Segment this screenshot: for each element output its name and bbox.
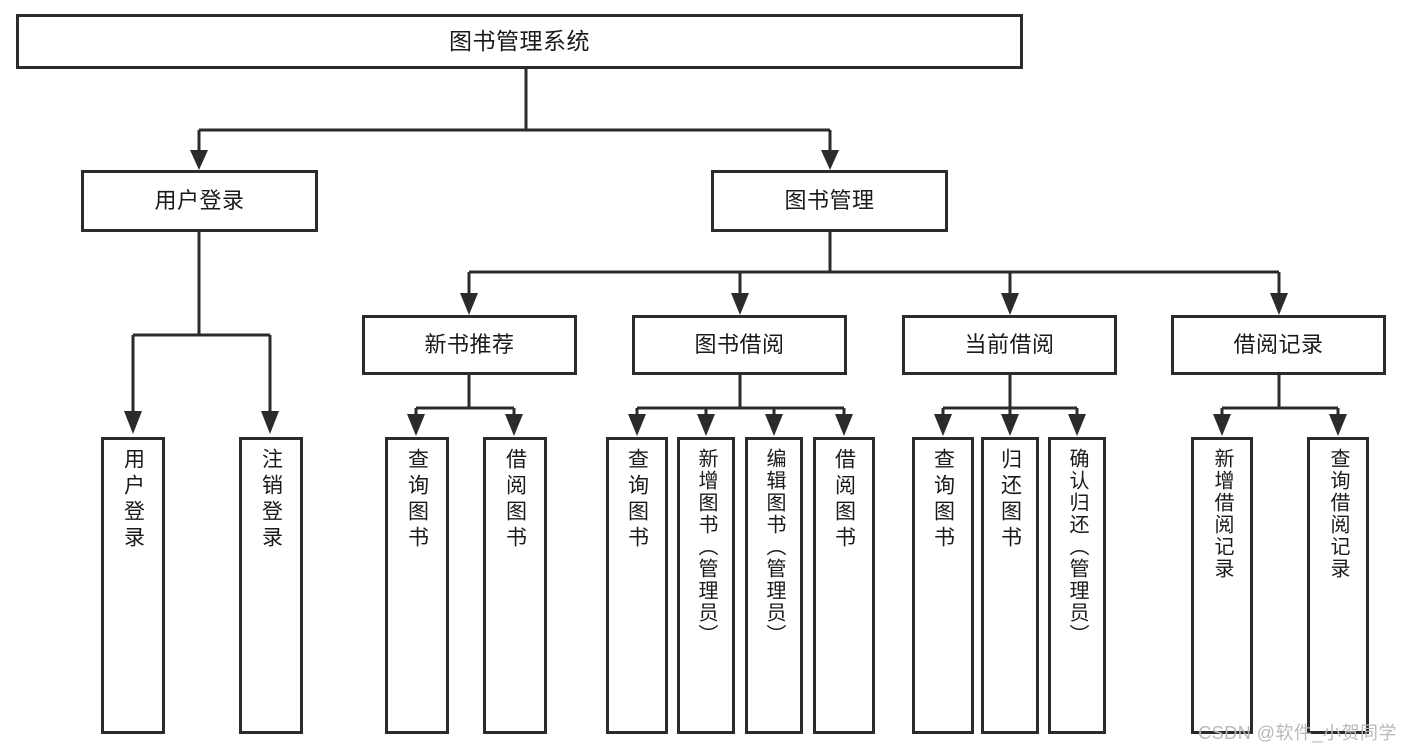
- node-label: 编辑图书（管理员）: [763, 448, 785, 646]
- node-label: 新增图书（管理员）: [695, 448, 717, 646]
- node-label: 注销登录: [259, 448, 283, 552]
- arrow-to-current-borrow: [1001, 293, 1019, 315]
- node-leaf-confirm-return[interactable]: 确认归还（管理员）: [1048, 437, 1106, 734]
- node-label: 查询借阅记录: [1327, 448, 1349, 580]
- node-label: 借阅图书: [832, 448, 856, 552]
- node-label: 图书管理: [784, 188, 875, 214]
- node-label: 借阅记录: [1233, 332, 1324, 358]
- node-leaf-add-book[interactable]: 新增图书（管理员）: [677, 437, 735, 734]
- node-label: 当前借阅: [964, 332, 1055, 358]
- node-leaf-borrow-book-recommend[interactable]: 借阅图书: [483, 437, 547, 734]
- node-leaf-query-book-recommend[interactable]: 查询图书: [385, 437, 449, 734]
- arrow-leaf-logout-login: [261, 411, 279, 434]
- node-label: 用户登录: [121, 448, 145, 552]
- node-book-manage[interactable]: 图书管理: [711, 170, 948, 232]
- arrow-leaf-edit-book: [765, 414, 783, 436]
- node-label: 确认归还（管理员）: [1066, 448, 1088, 646]
- arrow-leaf-confirm-return: [1068, 414, 1086, 436]
- arrow-leaf-add-record: [1213, 414, 1231, 436]
- node-label: 新书推荐: [424, 332, 515, 358]
- node-current-borrow[interactable]: 当前借阅: [902, 315, 1117, 375]
- node-label: 查询图书: [625, 448, 649, 552]
- node-label: 图书借阅: [694, 332, 785, 358]
- node-root-book-management-system[interactable]: 图书管理系统: [16, 14, 1023, 69]
- node-leaf-add-borrow-record[interactable]: 新增借阅记录: [1191, 437, 1253, 734]
- arrow-leaf-borrow-book-1: [505, 414, 523, 436]
- arrow-to-borrow-record: [1270, 293, 1288, 315]
- node-borrow-record[interactable]: 借阅记录: [1171, 315, 1386, 375]
- node-leaf-query-book-borrow[interactable]: 查询图书: [606, 437, 668, 734]
- node-leaf-edit-book[interactable]: 编辑图书（管理员）: [745, 437, 803, 734]
- node-label: 查询图书: [931, 448, 955, 552]
- node-label: 用户登录: [154, 188, 245, 214]
- arrow-leaf-borrow-book-2: [835, 414, 853, 436]
- node-leaf-borrow-book-borrow[interactable]: 借阅图书: [813, 437, 875, 734]
- node-leaf-query-book-current[interactable]: 查询图书: [912, 437, 974, 734]
- node-label: 归还图书: [998, 448, 1022, 552]
- arrow-leaf-query-book-3: [934, 414, 952, 436]
- node-label: 查询图书: [405, 448, 429, 552]
- node-new-book-recommend[interactable]: 新书推荐: [362, 315, 577, 375]
- arrow-to-user-login: [190, 150, 208, 170]
- node-label: 图书管理系统: [449, 27, 590, 54]
- arrow-leaf-query-book-2: [628, 414, 646, 436]
- node-leaf-query-borrow-record[interactable]: 查询借阅记录: [1307, 437, 1369, 734]
- node-label: 借阅图书: [503, 448, 527, 552]
- node-leaf-user-login[interactable]: 用户登录: [101, 437, 165, 734]
- node-label: 新增借阅记录: [1211, 448, 1233, 580]
- arrow-to-book-manage: [821, 150, 839, 170]
- arrow-leaf-return-book: [1001, 414, 1019, 436]
- csdn-watermark: CSDN @软件_小贺同学: [1198, 723, 1397, 743]
- arrow-leaf-query-book-1: [407, 414, 425, 436]
- arrow-leaf-add-book: [697, 414, 715, 436]
- arrow-leaf-query-record: [1329, 414, 1347, 436]
- node-leaf-logout-login[interactable]: 注销登录: [239, 437, 303, 734]
- node-leaf-return-book[interactable]: 归还图书: [981, 437, 1039, 734]
- node-book-borrow[interactable]: 图书借阅: [632, 315, 847, 375]
- node-user-login[interactable]: 用户登录: [81, 170, 318, 232]
- arrow-to-book-borrow: [731, 293, 749, 315]
- arrow-leaf-user-login: [124, 411, 142, 434]
- arrow-to-new-book-recommend: [460, 293, 478, 315]
